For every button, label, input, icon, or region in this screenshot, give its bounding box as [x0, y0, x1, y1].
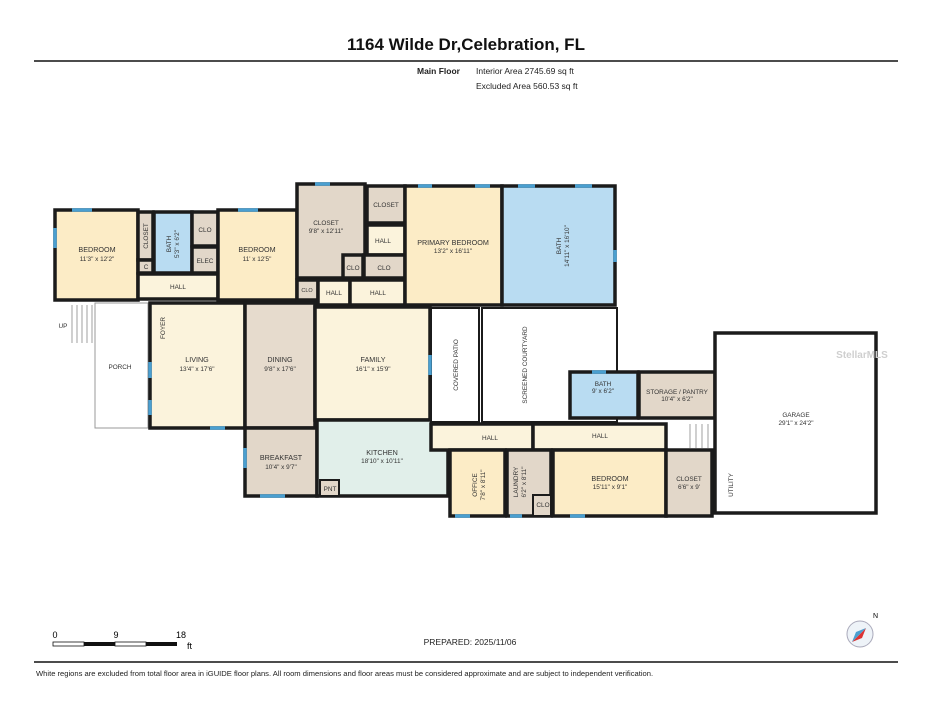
walk-in-closet-dims: 9'8" x 12'11": [309, 228, 344, 235]
clo-3-label: CLO: [377, 265, 390, 272]
dining-dims: 9'8" x 17'6": [264, 366, 296, 373]
bedroom-2-label: BEDROOM: [238, 245, 275, 254]
footer-disclaimer: White regions are excluded from total fl…: [36, 669, 653, 678]
primary-bath: [500, 184, 617, 307]
office-label: OFFICE: [472, 473, 479, 496]
bedroom-2-dims: 11' x 12'5": [243, 256, 272, 263]
stairs-up: [71, 305, 93, 343]
bedroom-1-dims: 11'3" x 12'2": [80, 256, 115, 263]
floor-label: Main Floor: [417, 66, 461, 76]
living-label: LIVING: [185, 355, 209, 364]
page-title: 1164 Wilde Dr,Celebration, FL: [347, 35, 585, 54]
scale-tick-9: 9: [113, 630, 118, 640]
scale-unit: ft: [187, 641, 193, 651]
hall-6-label: HALL: [592, 433, 608, 440]
bath-2: [568, 370, 640, 420]
covered-patio-label: COVERED PATIO: [453, 339, 460, 391]
interior-area: Interior Area 2745.69 sq ft: [476, 66, 574, 76]
clo-4-label: CLO: [301, 288, 313, 294]
kitchen-label: KITCHEN: [366, 448, 398, 457]
bath-2-dims: 9' x 6'2": [592, 388, 614, 395]
family: [313, 305, 432, 422]
prepared-date: PREPARED: 2025/11/06: [424, 637, 517, 647]
kitchen-dims: 18'10" x 10'11": [361, 458, 403, 465]
porch-label: PORCH: [108, 364, 131, 371]
hall-6: [531, 422, 668, 452]
floor-plan: PORCH UP BEDROOM 11'3" x 12'2" CLOSET C …: [53, 182, 878, 518]
breakfast-dims: 10'4" x 9'7": [265, 464, 297, 471]
hall-4-label: HALL: [370, 290, 386, 297]
screened-courtyard-label: SCREENED COURTYARD: [522, 326, 529, 404]
closet-3-label: CLOSET: [676, 476, 702, 483]
excluded-area: Excluded Area 560.53 sq ft: [476, 81, 578, 91]
utility-label: UTILITY: [728, 472, 735, 497]
bedroom-2: [216, 208, 299, 302]
bath-2-label: BATH: [595, 381, 612, 388]
primary-bedroom-label: PRIMARY BEDROOM: [417, 238, 489, 247]
bedroom-3-label: BEDROOM: [591, 474, 628, 483]
bedroom-3: [551, 448, 668, 518]
laundry-dims: 6'2" x 8'11": [521, 466, 528, 497]
hall-2-label: HALL: [375, 238, 391, 245]
clo-5-label: CLO: [536, 502, 549, 509]
office-dims: 7'8" x 8'11": [480, 469, 487, 500]
walk-in-closet-label: CLOSET: [313, 220, 339, 227]
closet-1-label: CLOSET: [143, 223, 150, 249]
primary-bedroom-dims: 13'2" x 16'11": [434, 248, 472, 255]
laundry: [505, 448, 553, 518]
up-label: UP: [59, 323, 68, 330]
scale-tick-0: 0: [52, 630, 57, 640]
porch: [94, 302, 149, 429]
hall-3-label: HALL: [326, 290, 342, 297]
compass-north-label: N: [873, 613, 878, 620]
storage-label: STORAGE / PANTRY: [646, 389, 709, 396]
windows: [53, 182, 617, 518]
bath-1: [152, 210, 194, 275]
pantry: [319, 479, 340, 497]
living-dims: 13'4" x 17'6": [179, 366, 214, 373]
closet-c-label: C: [144, 264, 149, 271]
closet-3-dims: 6'6" x 9': [678, 484, 700, 491]
breakfast: [243, 426, 319, 498]
garage-stairs: [689, 424, 715, 448]
family-dims: 16'1" x 15'9": [355, 366, 390, 373]
clo-5: [532, 494, 552, 517]
garage-label: GARAGE: [782, 412, 809, 419]
dining-label: DINING: [267, 355, 293, 364]
elec-label: ELEC: [197, 258, 214, 265]
bath-1-dims: 5'3" x 6'2": [174, 230, 181, 258]
bedroom-3-dims: 15'11" x 9'1": [593, 484, 628, 491]
watermark: StellarMLS: [836, 350, 888, 361]
family-label: FAMILY: [360, 355, 385, 364]
scale-tick-18: 18: [176, 630, 186, 640]
bath-1-label: BATH: [166, 235, 173, 252]
living: [148, 301, 247, 430]
bedroom-1-label: BEDROOM: [78, 245, 115, 254]
clo-1-label: CLO: [198, 227, 211, 234]
closet-2-label: CLOSET: [373, 202, 399, 209]
office: [448, 448, 507, 518]
hall-5-label: HALL: [482, 435, 498, 442]
bedroom-1: [53, 208, 140, 302]
breakfast-label: BREAKFAST: [260, 453, 303, 462]
primary-bath-label: BATH: [556, 237, 563, 254]
storage-pantry: [637, 370, 717, 420]
primary-bedroom: [403, 184, 504, 307]
foyer-label: FOYER: [160, 317, 167, 339]
hall-3: [316, 278, 352, 307]
hall-1-label: HALL: [170, 284, 186, 291]
compass-icon: N: [846, 613, 878, 648]
laundry-label: LAUNDRY: [513, 466, 520, 497]
closet-3: [664, 448, 714, 518]
garage-dims: 29'1" x 24'2": [778, 420, 813, 427]
pantry-label: PNT: [324, 486, 337, 493]
garage: [713, 331, 878, 515]
storage-dims: 10'4" x 6'2": [661, 396, 693, 403]
primary-bath-dims: 14'11" x 16'10": [564, 225, 571, 267]
clo-2-label: CLO: [346, 265, 359, 272]
scale-bar: 0 9 18 ft: [52, 630, 192, 651]
